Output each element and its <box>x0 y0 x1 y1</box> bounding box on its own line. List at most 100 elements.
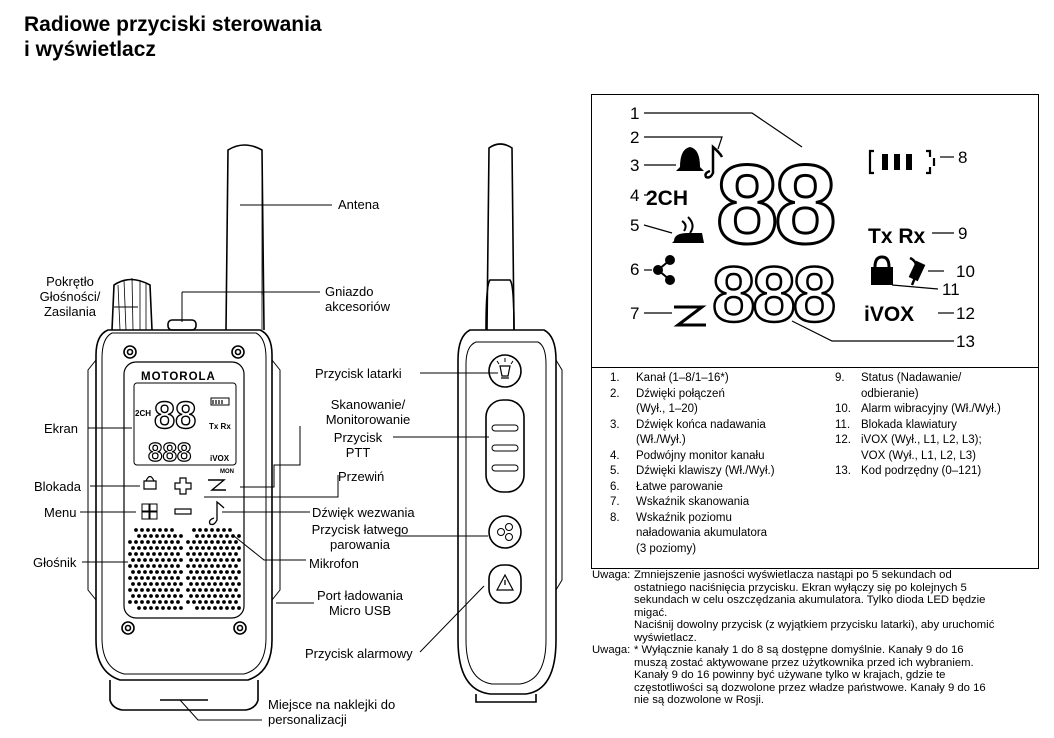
lcd-svg: 88 888 2CH Tx Rx iVOX <box>630 104 975 351</box>
mon-label: MON <box>220 469 234 475</box>
lock-button-icon <box>143 475 157 490</box>
note-line: migać. <box>634 606 668 619</box>
keytone-icon <box>672 233 704 243</box>
legend-text: (Wł./Wył.) <box>636 434 686 446</box>
brand-logo: MOTOROLA <box>141 371 216 383</box>
lcd-ivox: iVOX <box>864 303 914 326</box>
legend-item: naładowania akumulatora <box>610 526 830 542</box>
label-parowanie: Przycisk łatwego parowania <box>311 522 409 552</box>
legend-number <box>835 387 861 403</box>
legend-text: Kod podrzędny (0–121) <box>861 465 982 477</box>
lcd-txrx: Tx Rx <box>868 225 926 248</box>
note-body: * Wyłącznie kanały 1 do 8 są dostępne do… <box>634 644 986 707</box>
legend-text: Alarm wibracyjny (Wł./Wył.) <box>861 403 1001 415</box>
front-lcd: MOTOROLA 88 888 2CH Tx Rx iVOX MON <box>135 371 234 475</box>
legend-number: 4. <box>610 449 620 462</box>
bell-icon <box>676 147 704 174</box>
label-skanowanie: Skanowanie/ Monitorowanie <box>325 397 411 427</box>
label-menu: Menu <box>44 505 77 520</box>
legend-text: Dźwięki połączeń <box>636 387 725 400</box>
note-line: wyświetlacz. <box>634 631 697 644</box>
radio-diagram: MOTOROLA 88 888 2CH Tx Rx iVOX MON <box>80 143 563 721</box>
legend-text: Wskaźnik skanowania <box>636 496 750 508</box>
note: Uwaga:Zmniejszenie jasności wyświetlacza… <box>592 569 1042 644</box>
legend-number: 2. <box>610 387 620 400</box>
legend-text: Dźwięki klawiszy (Wł./Wył.) <box>636 465 775 477</box>
legend-text: VOX (Wył., L1, L2, L3) <box>861 449 976 462</box>
note-line: * Wyłącznie kanały 1 do 8 są dostępne do… <box>634 644 964 656</box>
label-ekran: Ekran <box>44 421 78 436</box>
legend-item: VOX (Wył., L1, L2, L3) <box>835 449 1035 465</box>
legend-text: Kanał (1–8/1–16*) <box>636 372 729 384</box>
lcd-panel: 88 888 2CH Tx Rx iVOX <box>591 94 1039 569</box>
legend-text: (3 poziomy) <box>636 542 697 555</box>
label-mikrofon: Mikrofon <box>309 556 359 571</box>
lcd-small-digits: 888 <box>712 250 834 338</box>
front-antenna <box>225 144 265 331</box>
front-lcd-sub: 888 <box>148 437 191 467</box>
legend-item: (Wył., 1–20) <box>610 402 830 418</box>
scan-icon <box>673 305 707 327</box>
legend-item: 12.iVOX (Wył., L1, L2, L3); <box>835 433 1035 449</box>
legend-item: 3.Dźwięk końca nadawania <box>610 418 830 434</box>
label-port: Port ładowania Micro USB <box>317 588 403 618</box>
legend-number: 10. <box>835 403 851 415</box>
front-lcd-txrx: Tx Rx <box>209 422 231 431</box>
callout-5: 5 <box>630 216 639 235</box>
share-icon <box>653 255 675 285</box>
legend-item: 11.Blokada klawiatury <box>835 418 1035 434</box>
legend-item: 6.Łatwe parowanie <box>610 480 830 496</box>
legend-item: 2. Dźwięki połączeń <box>610 387 830 403</box>
legend-number: 3. <box>610 418 620 431</box>
label-dzwiek: Dźwięk wezwania <box>312 505 415 520</box>
legend-number: 9. <box>835 372 845 384</box>
note-body: Zmniejszenie jasności wyświetlacza nastą… <box>634 569 994 644</box>
note-line: muszą zostać aktywowane przez użytkownik… <box>634 656 974 669</box>
front-lcd-2ch: 2CH <box>135 409 151 418</box>
callout-12: 12 <box>956 304 975 323</box>
callout-13: 13 <box>956 332 975 351</box>
lock-icon <box>873 255 891 268</box>
label-pokretlo: Pokrętło Głośności/ Zasilania <box>39 274 101 319</box>
legend-item: odbieranie) <box>835 387 1035 403</box>
legend-item: 5.Dźwięki klawiszy (Wł./Wył.) <box>610 464 830 480</box>
legend-number <box>610 526 636 542</box>
legend-item: 7.Wskaźnik skanowania <box>610 495 830 511</box>
legend-item: (3 poziomy) <box>610 542 830 558</box>
legend-item: 1.Kanał (1–8/1–16*) <box>610 371 830 387</box>
front-lcd-ivox: iVOX <box>210 454 230 463</box>
note-line: Kanały 9 do 16 powinny być używane tylko… <box>634 669 946 681</box>
legend-text: odbieranie) <box>861 387 919 400</box>
callout-8: 8 <box>958 148 967 167</box>
callout-7: 7 <box>630 304 639 323</box>
plus-button-icon <box>174 477 192 495</box>
legend-number: 6. <box>610 480 620 493</box>
label-gniazdo: Gniazdo akcesoriów <box>325 284 391 314</box>
speaker-grille <box>128 528 241 610</box>
note-line: Zmniejszenie jasności wyświetlacza nastą… <box>634 569 952 581</box>
legend-item: 9. Status (Nadawanie/ <box>835 371 1035 387</box>
lcd-enlarged: 88 888 2CH Tx Rx iVOX <box>592 95 1038 368</box>
legend-text: naładowania akumulatora <box>636 527 768 539</box>
lcd-2ch: 2CH <box>646 187 688 210</box>
title-line-1: Radiowe przyciski sterowania <box>24 13 322 36</box>
legend-text: Wskaźnik poziomu <box>636 511 732 524</box>
callout-6: 6 <box>630 260 639 279</box>
note-label: Uwaga: <box>592 644 631 656</box>
legend-left: 1.Kanał (1–8/1–16*)2. Dźwięki połączeń (Wy… <box>610 371 830 557</box>
front-lcd-digits: 88 <box>154 395 196 437</box>
battery-icon <box>868 149 936 175</box>
notes: Uwaga: Zmniejszenie jasności wyświetlacza… <box>592 569 1042 707</box>
lcd-big-digits: 88 <box>716 142 833 267</box>
note-line: częstotliwości są dozwolone przez władze… <box>634 681 986 694</box>
callout-4: 4 <box>630 186 639 205</box>
page-title: Radiowe przyciski sterowania i wyświetla… <box>24 12 322 62</box>
legend-number: 11. <box>835 418 851 431</box>
note-line: ostatniego naciśnięcia przycisku. Ekran … <box>634 581 967 594</box>
legend-number <box>610 433 636 449</box>
legend-text: iVOX (Wył., L1, L2, L3); <box>861 434 982 446</box>
legend-text: Status (Nadawanie/ <box>861 372 962 384</box>
legend-text: Podwójny monitor kanału <box>636 449 765 462</box>
label-antena: Antena <box>338 197 380 212</box>
legend-number: 13. <box>835 465 851 477</box>
